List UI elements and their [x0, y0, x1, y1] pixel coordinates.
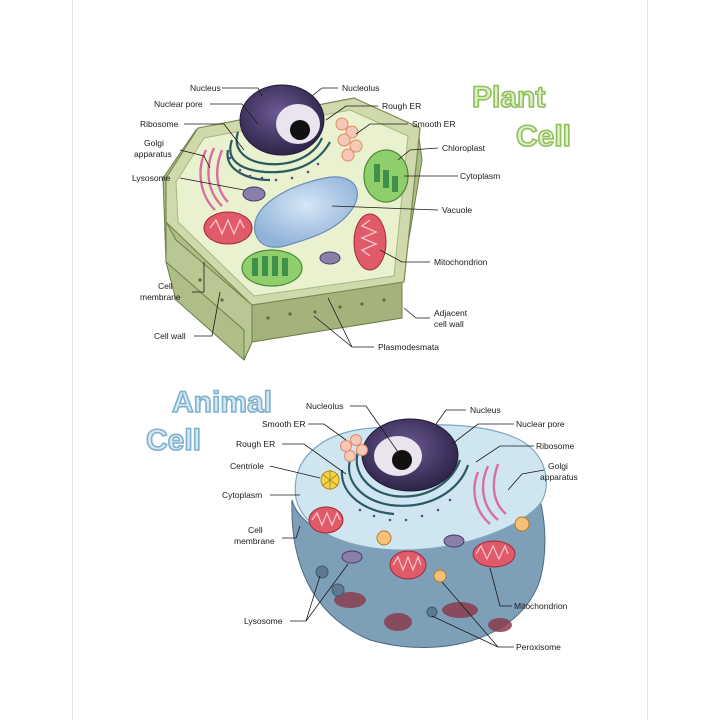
animal-label-nucleus: Nucleus [470, 405, 501, 415]
animal-label-smooth-er: Smooth ER [262, 419, 305, 429]
animal-lysosome-2 [443, 534, 465, 548]
animal-leader-lines [269, 405, 545, 648]
animal-label-nuclear-pore: Nuclear pore [516, 419, 565, 429]
plant-label-vacuole: Vacuole [442, 205, 472, 215]
animal-title-line2: Cell [146, 424, 201, 457]
animal-label-ribosome: Ribosome [536, 441, 575, 451]
plant-smooth-er [335, 117, 363, 162]
plant-cell-wall-front [165, 220, 253, 361]
plant-label-plasmodesmata: Plasmodesmata [378, 342, 439, 352]
plant-label-cell-membrane-line2: membrane [140, 292, 181, 302]
animal-base-vesicles [315, 565, 438, 618]
animal-label-golgi-line1: Golgi [548, 461, 568, 471]
plant-lysosome [242, 186, 266, 202]
animal-lysosome [341, 550, 363, 564]
plant-label-cell-wall: Cell wall [154, 331, 186, 341]
animal-label-cell-membrane-line2: membrane [234, 536, 275, 546]
plant-label-adjacent-line2: cell wall [434, 319, 464, 329]
plant-leader-lines [179, 87, 458, 348]
animal-title-line1: Animal [172, 386, 272, 419]
animal-ribosomes [358, 498, 452, 522]
plant-label-cell-membrane-line1: Cell [158, 281, 173, 291]
animal-smooth-er [340, 434, 368, 462]
plant-label-golgi-line1: Golgi [144, 138, 164, 148]
plant-lysosome-2 [319, 251, 341, 265]
animal-label-mitochondrion: Mitochondrion [514, 601, 568, 611]
plant-label-adjacent-line1: Adjacent [434, 308, 468, 318]
animal-centriole [320, 470, 340, 490]
plant-rough-er [226, 131, 331, 182]
plant-mitochondrion-right [353, 213, 387, 271]
plasmodesmata [198, 278, 386, 320]
plant-nucleolus [290, 120, 310, 140]
plant-label-mitochondrion: Mitochondrion [434, 257, 488, 267]
plant-chloroplast-upper-grana [374, 164, 398, 192]
plant-mitochondrion-left [203, 211, 253, 245]
animal-mitochondrion-left [308, 506, 344, 534]
plant-title-line1: Plant [472, 81, 545, 114]
animal-mitochondrion-right [472, 540, 516, 568]
plant-cell: Nucleus Nucleolus Nuclear pore Rough ER … [132, 80, 572, 361]
animal-base-organelles [334, 592, 512, 632]
animal-label-cell-membrane-line1: Cell [248, 525, 263, 535]
animal-nucleolus [392, 450, 412, 470]
animal-label-golgi-line2: apparatus [540, 472, 578, 482]
animal-golgi [473, 463, 507, 525]
animal-label-peroxisome: Peroxisome [516, 642, 561, 652]
plant-label-smooth-er: Smooth ER [412, 119, 455, 129]
plant-label-cytoplasm: Cytoplasm [460, 171, 500, 181]
plant-label-chloroplast: Chloroplast [442, 143, 486, 153]
animal-cell: Nucleolus Nucleus Smooth ER Nuclear pore… [145, 385, 578, 652]
animal-label-cytoplasm: Cytoplasm [222, 490, 262, 500]
plant-label-nucleus: Nucleus [190, 83, 221, 93]
animal-peroxisomes [376, 516, 530, 583]
plant-ribosomes [228, 156, 320, 182]
animal-label-nucleolus: Nucleolus [306, 401, 343, 411]
animal-label-centriole: Centriole [230, 461, 264, 471]
animal-mitochondrion-center [389, 550, 427, 580]
animal-label-lysosome: Lysosome [244, 616, 283, 626]
plant-chloroplast-lower-grana [252, 256, 288, 276]
plant-label-golgi-line2: apparatus [134, 149, 172, 159]
plant-vacuole [254, 176, 358, 248]
plant-title-line2: Cell [516, 120, 571, 153]
animal-rough-er [340, 451, 470, 516]
plant-label-nuclear-pore: Nuclear pore [154, 99, 203, 109]
plant-label-rough-er: Rough ER [382, 101, 421, 111]
plant-label-nucleolus: Nucleolus [342, 83, 379, 93]
animal-label-rough-er: Rough ER [236, 439, 275, 449]
plant-label-lysosome: Lysosome [132, 173, 171, 183]
plant-label-ribosome: Ribosome [140, 119, 179, 129]
